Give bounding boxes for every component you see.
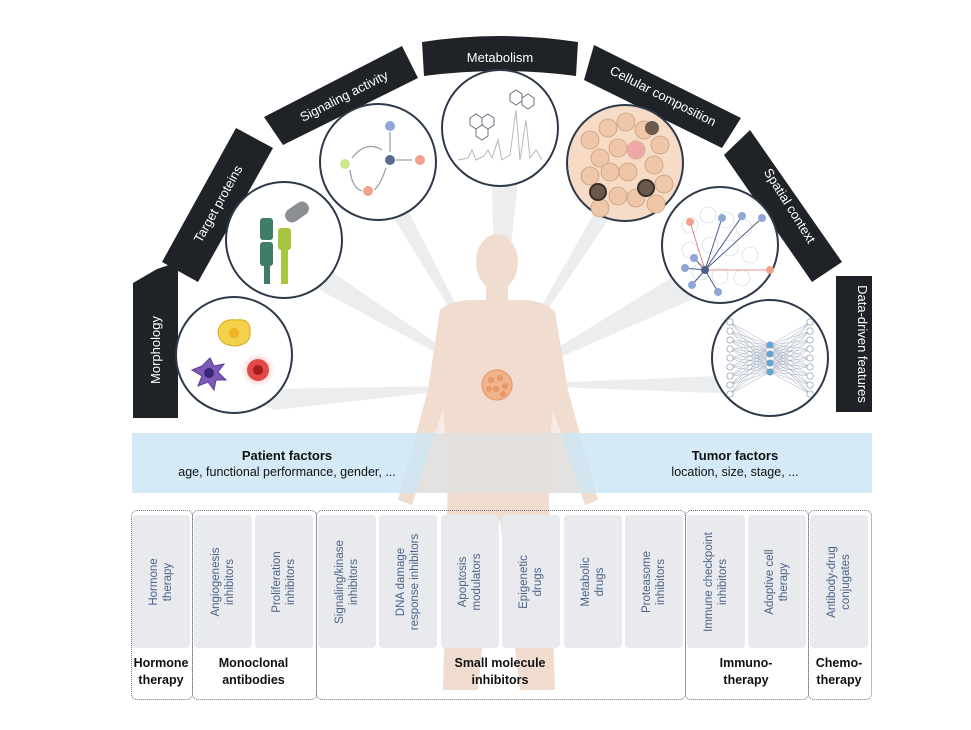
drug-epigenetic-drugs: Epigenetic drugs <box>502 515 560 648</box>
network-node <box>806 372 814 380</box>
morphology-cells-icon <box>175 296 293 414</box>
network-node <box>726 336 734 344</box>
network-node <box>726 354 734 362</box>
arc-segment-spatial-context <box>724 130 842 282</box>
target-proteins-icon <box>225 181 343 299</box>
drug-angiogenesis-inhibitors: Angiogenesis inhibitors <box>194 515 252 648</box>
network-node <box>726 318 734 326</box>
metabolism-spectrum-icon <box>441 69 559 187</box>
tumor-factors-title: Tumor factors <box>691 448 779 463</box>
network-node <box>806 345 814 353</box>
arc-segment-signaling-activity <box>264 46 418 145</box>
network-node <box>766 368 774 376</box>
patient-factors-text: age, functional performance, gender, ... <box>178 465 396 479</box>
network-node <box>726 381 734 389</box>
label-metabolism: Metabolism <box>467 50 533 65</box>
arc-segment-morphology <box>133 262 178 418</box>
drug-immune-checkpoint-inhibitors: Immune checkpoint inhibitors <box>687 515 745 648</box>
tumor-icon <box>481 369 513 401</box>
group-label-immunotherapy: Immuno- therapy <box>719 656 773 687</box>
network-node <box>766 350 774 358</box>
network-node <box>726 372 734 380</box>
label-data-driven-features: Data-driven features <box>855 285 870 403</box>
drug-apoptosis-modulators: Apoptosis modulators <box>441 515 499 648</box>
drug-dna-damage-response-inhibitors: DNA damage response inhibitors <box>379 515 437 648</box>
network-node <box>806 381 814 389</box>
drug-metabolic-drugs: Metabolic drugs <box>564 515 622 648</box>
network-node <box>726 327 734 335</box>
signaling-network-icon <box>319 103 437 221</box>
neural-network-icon <box>711 299 829 417</box>
arc-segment-metabolism <box>422 36 578 76</box>
network-node <box>806 390 814 398</box>
drug-proteasome-inhibitors: Proteasome inhibitors <box>625 515 683 648</box>
drug-hormone-therapy: Hormone therapy <box>132 515 190 648</box>
network-node <box>806 363 814 371</box>
arc-segment-data-driven-features <box>836 276 872 412</box>
drug-signaling-kinase-inhibitors: Signaling/kinase inhibitors <box>318 515 376 648</box>
drug-adoptive-cell-therapy: Adoptive cell therapy <box>748 515 806 648</box>
group-label-chemotherapy: Chemo- therapy <box>815 656 863 687</box>
label-morphology: Morphology <box>148 316 163 384</box>
spatial-context-icon <box>661 186 779 304</box>
group-label-small-molecule-inhibitors: Small molecule inhibitors <box>454 656 546 687</box>
tumor-factors-text: location, size, stage, ... <box>671 465 799 479</box>
network-node <box>726 390 734 398</box>
arc-segment-target-proteins <box>162 128 273 282</box>
cellular-composition-icon <box>566 104 684 222</box>
network-node <box>726 345 734 353</box>
drug-antibody-drug-conjugates: Antibody-drug conjugates <box>810 515 868 648</box>
group-box-chemotherapy <box>808 510 872 700</box>
network-node <box>806 327 814 335</box>
group-label-hormone-therapy: Hormone therapy <box>133 656 189 687</box>
arc-segment-cellular-composition <box>584 45 741 148</box>
network-node <box>806 336 814 344</box>
drug-proliferation-inhibitors: Proliferation inhibitors <box>255 515 313 648</box>
patient-factors-title: Patient factors <box>241 448 333 463</box>
network-node <box>806 354 814 362</box>
network-node <box>726 363 734 371</box>
group-label-monoclonal-antibodies: Monoclonal antibodies <box>218 656 289 687</box>
network-node <box>766 359 774 367</box>
human-body-overlay <box>412 410 590 505</box>
network-node <box>806 318 814 326</box>
network-node <box>766 341 774 349</box>
